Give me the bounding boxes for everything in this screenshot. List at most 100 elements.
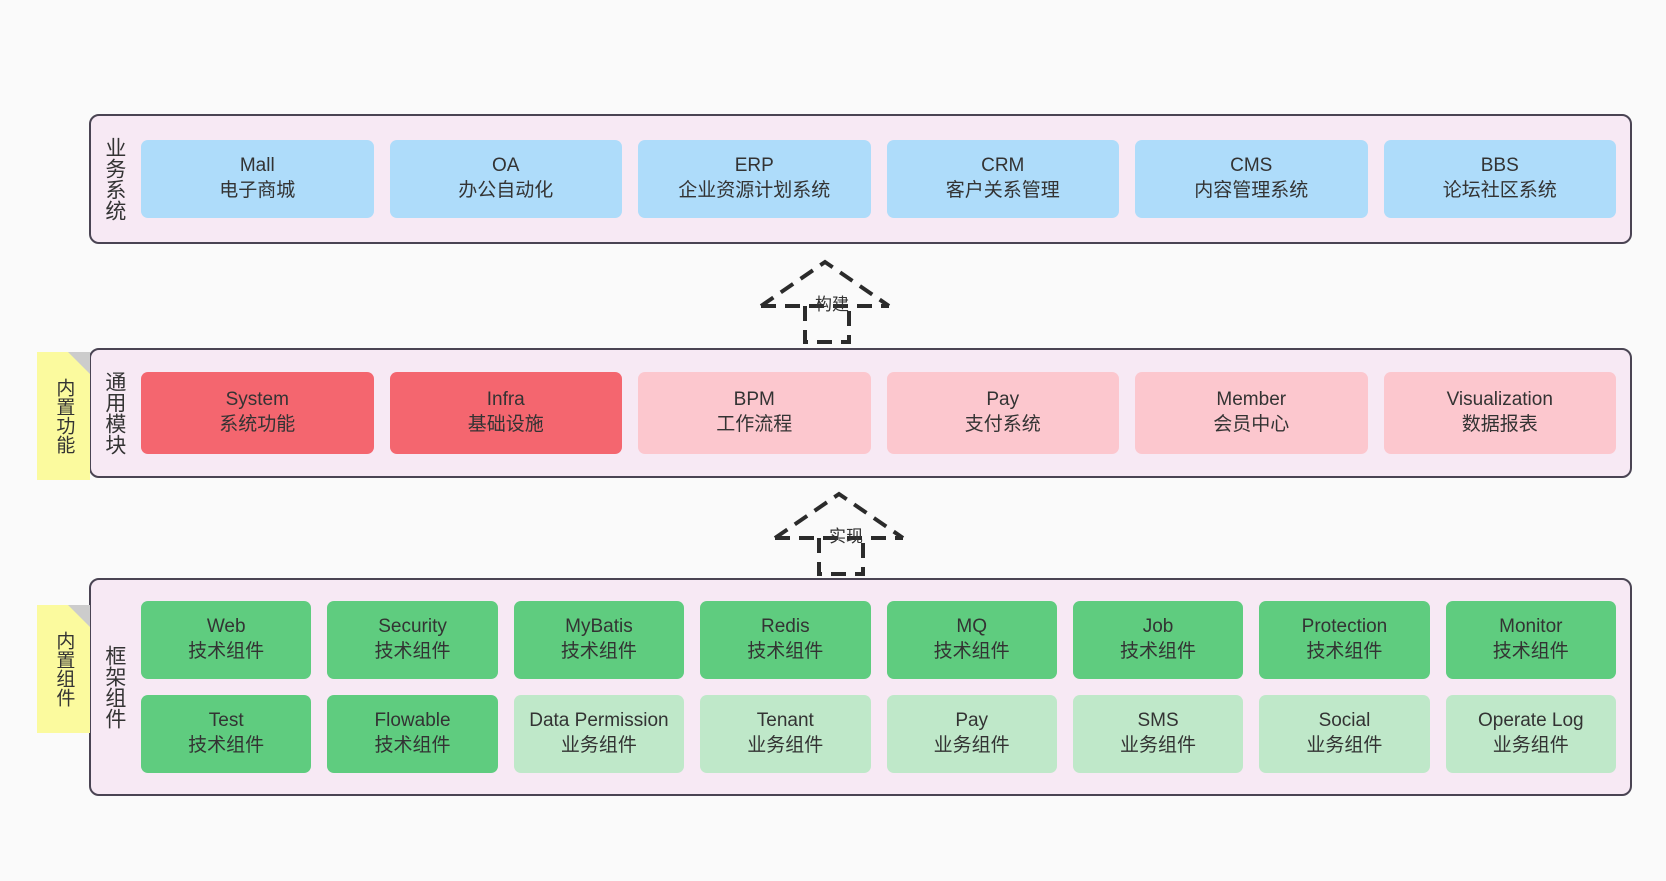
card-erp-title: ERP [734, 155, 774, 177]
card-system-title: System [225, 389, 289, 411]
card-mybatis[interactable]: MyBatis 技术组件 [513, 601, 685, 679]
card-monitor-subtitle: 技术组件 [1492, 641, 1569, 662]
card-flowable-title: Flowable [374, 710, 451, 732]
card-bpm-subtitle: 工作流程 [716, 414, 793, 435]
card-job[interactable]: Job 技术组件 [1072, 601, 1244, 679]
sticky-note-builtin-components-text: 内置组件 [53, 631, 75, 707]
card-tenant-subtitle: 业务组件 [747, 735, 824, 756]
card-bpm-title: BPM [733, 389, 775, 411]
framework-tech-components-row: Web 技术组件 Security 技术组件 MyBatis 技术组件 Redi… [141, 601, 1616, 679]
layer-common-modules-body: System 系统功能 Infra 基础设施 BPM 工作流程 Pay 支付系统… [137, 350, 1630, 476]
card-tenant-title: Tenant [756, 710, 814, 732]
card-test[interactable]: Test 技术组件 [141, 695, 312, 773]
layer-business-systems-body: Mall 电子商城 OA 办公自动化 ERP 企业资源计划系统 CRM 客户关系… [137, 116, 1630, 242]
card-pay-component-subtitle: 业务组件 [933, 735, 1010, 756]
card-pay-module[interactable]: Pay 支付系统 [886, 372, 1119, 454]
connector-build: 构建 [757, 258, 907, 344]
layer-framework-components: 框架组件 Web 技术组件 Security 技术组件 MyBatis 技术组件… [89, 578, 1632, 796]
card-mall-subtitle: 电子商城 [219, 180, 296, 201]
card-social-subtitle: 业务组件 [1306, 735, 1383, 756]
card-web-subtitle: 技术组件 [188, 641, 265, 662]
card-infra-subtitle: 基础设施 [467, 414, 544, 435]
card-mybatis-subtitle: 技术组件 [560, 641, 637, 662]
card-bbs[interactable]: BBS 论坛社区系统 [1383, 140, 1616, 218]
card-mall[interactable]: Mall 电子商城 [141, 140, 374, 218]
card-member-subtitle: 会员中心 [1213, 414, 1290, 435]
layer-common-modules-label: 通用模块 [102, 371, 126, 455]
connector-implement-label: 实现 [829, 527, 863, 546]
card-mybatis-title: MyBatis [565, 616, 633, 638]
card-protection[interactable]: Protection 技术组件 [1259, 601, 1430, 679]
card-erp[interactable]: ERP 企业资源计划系统 [638, 140, 871, 218]
business-systems-row: Mall 电子商城 OA 办公自动化 ERP 企业资源计划系统 CRM 客户关系… [141, 140, 1616, 218]
card-operate-log-title: Operate Log [1477, 710, 1584, 732]
card-job-title: Job [1142, 616, 1174, 638]
layer-business-systems: 业务系统 Mall 电子商城 OA 办公自动化 ERP 企业资源计划系统 CRM… [89, 114, 1632, 244]
sticky-note-builtin-components: 内置组件 [37, 605, 90, 733]
card-mq-subtitle: 技术组件 [933, 641, 1010, 662]
card-mall-title: Mall [239, 155, 275, 177]
card-system-subtitle: 系统功能 [219, 414, 296, 435]
card-crm-title: CRM [981, 155, 1025, 177]
card-visualization[interactable]: Visualization 数据报表 [1383, 372, 1616, 454]
card-cms[interactable]: CMS 内容管理系统 [1135, 140, 1368, 218]
card-security[interactable]: Security 技术组件 [327, 601, 498, 679]
card-test-subtitle: 技术组件 [188, 735, 265, 756]
card-flowable-subtitle: 技术组件 [374, 735, 451, 756]
card-mq[interactable]: MQ 技术组件 [886, 601, 1057, 679]
card-pay-component[interactable]: Pay 业务组件 [886, 695, 1057, 773]
card-bbs-title: BBS [1480, 155, 1519, 177]
card-pay-module-title: Pay [986, 389, 1020, 411]
card-redis[interactable]: Redis 技术组件 [700, 601, 871, 679]
connector-implement-arrow-icon [773, 491, 905, 576]
card-social[interactable]: Social 业务组件 [1259, 695, 1430, 773]
card-oa-title: OA [492, 155, 520, 177]
card-crm[interactable]: CRM 客户关系管理 [886, 140, 1119, 218]
sticky-note-builtin-features: 内置功能 [37, 352, 90, 480]
layer-business-systems-label: 业务系统 [102, 137, 126, 221]
card-tenant[interactable]: Tenant 业务组件 [700, 695, 871, 773]
card-infra-title: Infra [486, 389, 525, 411]
card-mq-title: MQ [956, 616, 987, 638]
connector-implement: 实现 [771, 490, 921, 576]
card-sms[interactable]: SMS 业务组件 [1072, 695, 1244, 773]
card-operate-log-subtitle: 业务组件 [1492, 735, 1569, 756]
card-monitor[interactable]: Monitor 技术组件 [1445, 601, 1616, 679]
card-security-subtitle: 技术组件 [374, 641, 451, 662]
card-data-permission-title: Data Permission [529, 710, 669, 732]
card-job-subtitle: 技术组件 [1120, 641, 1197, 662]
card-security-title: Security [378, 616, 447, 638]
card-system[interactable]: System 系统功能 [141, 372, 374, 454]
card-oa[interactable]: OA 办公自动化 [389, 140, 622, 218]
card-data-permission[interactable]: Data Permission 业务组件 [513, 695, 685, 773]
card-flowable[interactable]: Flowable 技术组件 [327, 695, 498, 773]
card-visualization-title: Visualization [1446, 389, 1553, 411]
card-web[interactable]: Web 技术组件 [141, 601, 312, 679]
card-social-title: Social [1318, 710, 1371, 732]
card-member[interactable]: Member 会员中心 [1135, 372, 1368, 454]
card-sms-subtitle: 业务组件 [1120, 735, 1197, 756]
card-erp-subtitle: 企业资源计划系统 [678, 180, 831, 201]
layer-common-modules: 通用模块 System 系统功能 Infra 基础设施 BPM 工作流程 Pay… [89, 348, 1632, 478]
card-protection-title: Protection [1301, 616, 1388, 638]
sticky-note-fold-corner-icon [68, 605, 90, 627]
card-bpm[interactable]: BPM 工作流程 [638, 372, 871, 454]
connector-build-arrow-icon [759, 259, 891, 344]
card-pay-component-title: Pay [955, 710, 989, 732]
card-sms-title: SMS [1137, 710, 1179, 732]
card-bbs-subtitle: 论坛社区系统 [1442, 180, 1557, 201]
common-modules-row: System 系统功能 Infra 基础设施 BPM 工作流程 Pay 支付系统… [141, 372, 1616, 454]
card-protection-subtitle: 技术组件 [1306, 641, 1383, 662]
card-infra[interactable]: Infra 基础设施 [389, 372, 622, 454]
card-test-title: Test [208, 710, 244, 732]
card-cms-title: CMS [1230, 155, 1273, 177]
connector-build-label: 构建 [815, 295, 849, 314]
card-cms-subtitle: 内容管理系统 [1194, 180, 1309, 201]
card-web-title: Web [206, 616, 246, 638]
card-member-title: Member [1216, 389, 1287, 411]
card-visualization-subtitle: 数据报表 [1461, 414, 1538, 435]
sticky-note-fold-corner-icon [68, 352, 90, 374]
card-monitor-title: Monitor [1499, 616, 1563, 638]
layer-framework-components-label: 框架组件 [102, 645, 126, 729]
card-operate-log[interactable]: Operate Log 业务组件 [1445, 695, 1616, 773]
